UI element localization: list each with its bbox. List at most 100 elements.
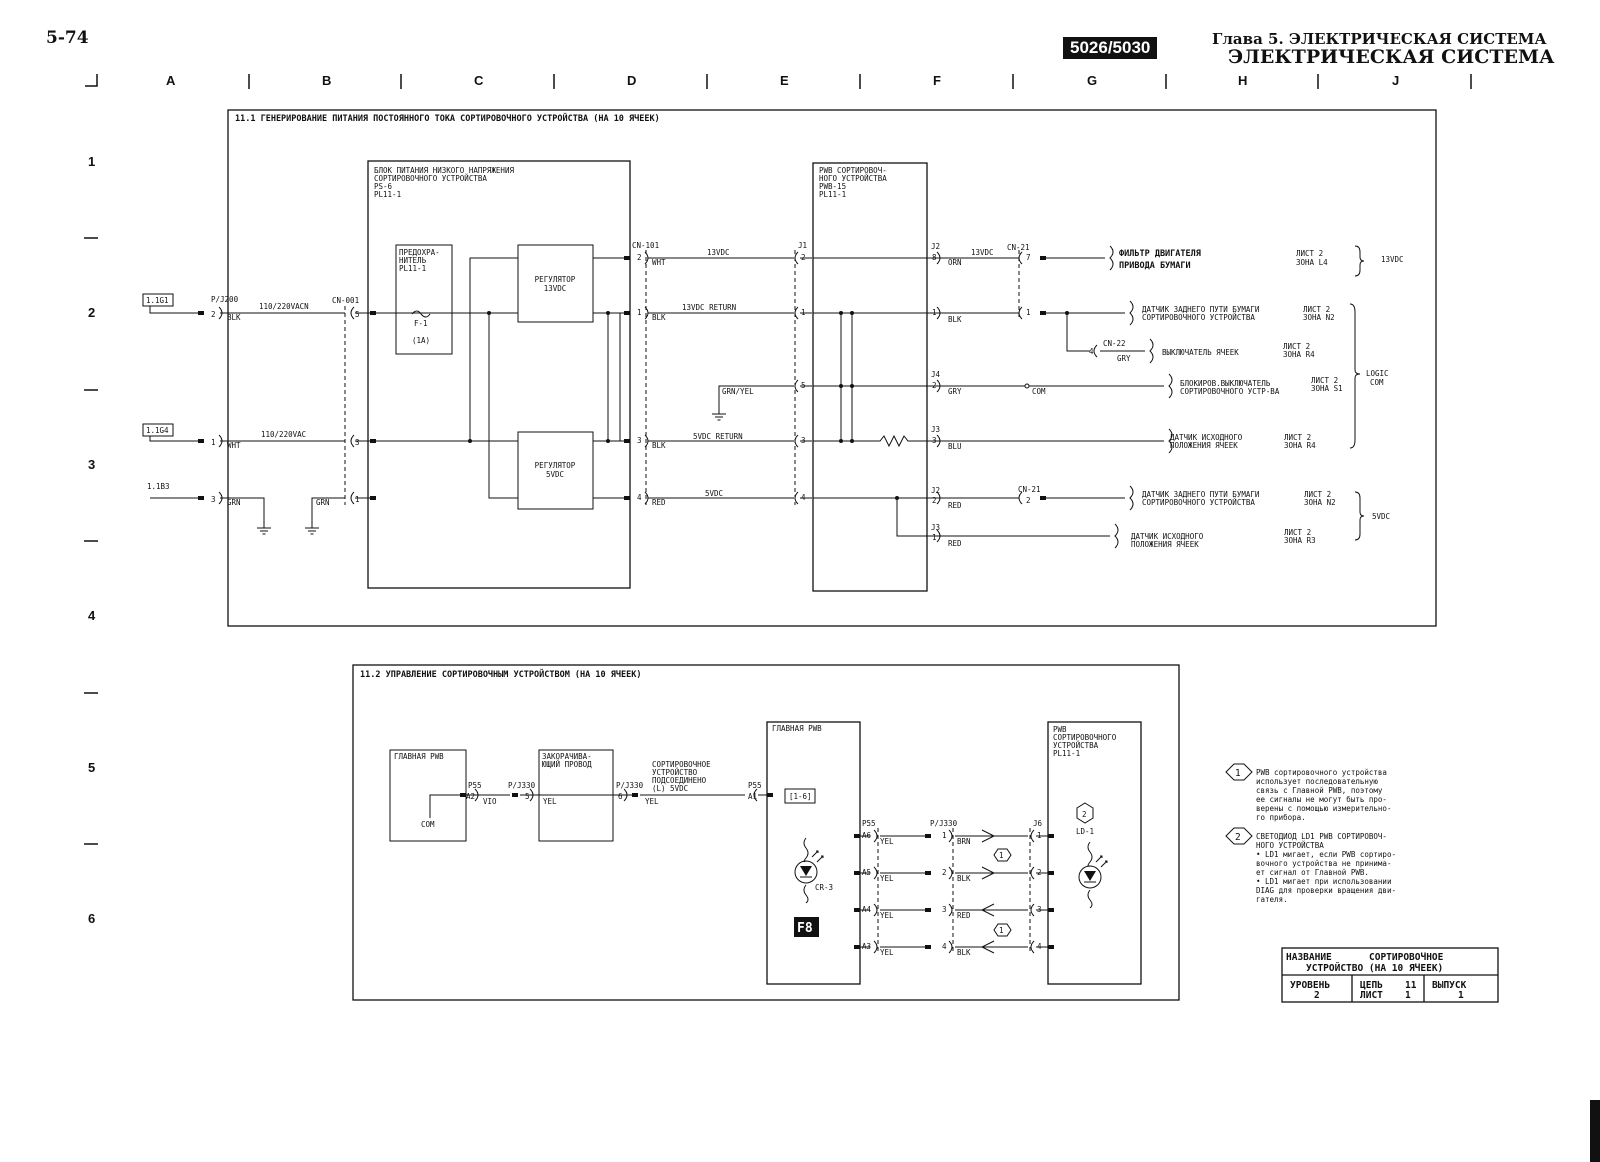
pwb-line-4: PL11-1	[819, 190, 846, 199]
col-label-a: A	[166, 73, 176, 88]
lvps-box	[367, 160, 631, 589]
cn101-color-blk2: BLK	[652, 441, 666, 450]
sig2-color: BLK	[957, 874, 971, 883]
out6-pin: 2	[932, 496, 937, 505]
vac-label-1: 110/220VACN	[259, 302, 309, 311]
out5-color: BLU	[948, 442, 962, 451]
net-5vdc-return: 5VDC RETURN	[693, 432, 743, 441]
sig1-j6pin: 1	[1037, 831, 1042, 840]
out2-color: BLK	[948, 315, 962, 324]
out1-jack: J2	[931, 242, 940, 251]
net-5vdc: 5VDC	[705, 489, 723, 498]
input-1g1: 1.1G1	[146, 296, 169, 305]
pj200-pin-1: 1	[211, 438, 216, 447]
tb-circuit-value: 11	[1405, 980, 1417, 991]
pin5-label: 5	[525, 792, 530, 801]
net-13vdc: 13VDC	[707, 248, 730, 257]
group-com: COM	[1370, 378, 1384, 387]
note2-line-6: • LD1 мигает при использовании	[1256, 877, 1391, 886]
cn101-j1-wiring	[644, 250, 812, 505]
out7-sheet: ЛИСТ 2	[1284, 528, 1311, 537]
fuse-line-1: ПРЕДОХРА-	[399, 248, 440, 257]
sorter-pwb2-2: СОРТИРОВОЧНОГО	[1053, 733, 1117, 742]
cn001-pin-1: 1	[355, 495, 360, 504]
cn101-pin-3: 3	[637, 436, 642, 445]
input-1g4-tag	[142, 423, 174, 437]
marker2-d2: 2	[1082, 810, 1087, 819]
cn101-pin-2: 2	[637, 253, 642, 262]
group-13vdc: 13VDC	[1381, 255, 1404, 264]
sorter-conn-2: УСТРОЙСТВО	[652, 768, 698, 777]
com-label: COM	[421, 820, 435, 829]
note2-line-5: ет сигнал от Главной PWB.	[1256, 868, 1369, 877]
marker1-b: 1	[999, 926, 1004, 935]
out4-net: COM	[1032, 387, 1046, 396]
input-1b3: 1.1B3	[147, 482, 170, 491]
main-pwb-small-label: ГЛАВНАЯ PWB	[394, 752, 444, 761]
vio-label: VIO	[483, 797, 497, 806]
cn001-pin-5: 5	[355, 310, 360, 319]
note1-num: 1	[1235, 768, 1241, 779]
note2-line-1: СВЕТОДИОД LD1 PWB СОРТИРОВОЧ-	[1256, 832, 1387, 841]
p55-label-2: P55	[748, 781, 762, 790]
p55-label-3: P55	[862, 819, 876, 828]
tb-name-label: НАЗВАНИЕ	[1286, 952, 1332, 963]
note2-line-2: НОГО УСТРОЙСТВА	[1256, 841, 1324, 850]
col-label-e: E	[780, 73, 789, 88]
net-grn-yel: GRN/YEL	[722, 387, 754, 396]
note2-line-3: • LD1 мигает, если PWB сортиро-	[1256, 850, 1396, 859]
reg5-line-2: 5VDC	[546, 470, 564, 479]
regulator-5vdc	[517, 431, 594, 510]
sorter-pwb2-box	[1047, 721, 1142, 985]
shorting-wiring	[466, 788, 767, 802]
out4-dest-2: СОРТИРОВОЧНОГО УСТР-ВА	[1180, 387, 1280, 396]
p55-label-1: P55	[468, 781, 482, 790]
pj330-label-3: P/J330	[930, 819, 958, 828]
input-wiring	[149, 306, 370, 520]
tb-sheet-label: ЛИСТ	[1360, 990, 1383, 1001]
out3-pin: 4	[1089, 347, 1094, 356]
out3-conn: CN-22	[1103, 339, 1126, 348]
page-number: 5-74	[46, 28, 89, 48]
row-label-6: 6	[88, 911, 96, 926]
cn001-ground-grn: GRN	[316, 498, 330, 507]
out5-dest-1: ДАТЧИК ИСХОДНОГО	[1170, 433, 1243, 442]
main-pwb-box	[766, 721, 861, 985]
sig3-color: RED	[957, 911, 971, 920]
out1-conn: CN-21	[1007, 243, 1030, 252]
out1-zone: ЗОНА L4	[1296, 258, 1328, 267]
sig4-j6pin: 4	[1037, 942, 1042, 951]
tb-circuit-label: ЦЕПЬ	[1360, 980, 1383, 991]
sig1-pin: 1	[942, 831, 947, 840]
out1-net: 13VDC	[971, 248, 994, 257]
ld1-label: LD-1	[1076, 827, 1094, 836]
fuse-name: F-1	[414, 319, 428, 328]
col-label-c: C	[474, 73, 484, 88]
pj200-color-wht: WHT	[227, 441, 241, 450]
out5-sheet: ЛИСТ 2	[1284, 433, 1311, 442]
out4-color: GRY	[948, 387, 962, 396]
note1-line-5: верены с помощью измерительно-	[1256, 804, 1391, 813]
out1-conn-pin: 7	[1026, 253, 1031, 262]
reg13-line-2: 13VDC	[544, 284, 567, 293]
out7-zone: ЗОНА R3	[1284, 536, 1316, 545]
out6-color: RED	[948, 501, 962, 510]
row-label-2: 2	[88, 305, 96, 320]
cn101-color-wht: WHT	[652, 258, 666, 267]
col-label-j: J	[1392, 73, 1400, 88]
section-title: ЭЛЕКТРИЧЕСКАЯ СИСТЕМА	[1228, 46, 1555, 68]
pwb-line-2: НОГО УСТРОЙСТВА	[819, 174, 887, 183]
sorter-pwb-box	[812, 162, 928, 592]
out3-dest-1: ВЫКЛЮЧАТЕЛЬ ЯЧЕЕК	[1162, 348, 1239, 357]
out4-sheet: ЛИСТ 2	[1311, 376, 1338, 385]
tb-sheet-value: 1	[1405, 990, 1411, 1001]
cn001-pin-3: 3	[355, 438, 360, 447]
cr3-label: CR-3	[815, 883, 833, 892]
group-5vdc: 5VDC	[1372, 512, 1390, 521]
pj200-color-grn: GRN	[227, 498, 241, 507]
pj330-label-1: P/J330	[508, 781, 536, 790]
out6-conn: CN-21	[1018, 485, 1041, 494]
reg13-line-1: РЕГУЛЯТОР	[535, 275, 576, 284]
cn101-color-blk: BLK	[652, 313, 666, 322]
